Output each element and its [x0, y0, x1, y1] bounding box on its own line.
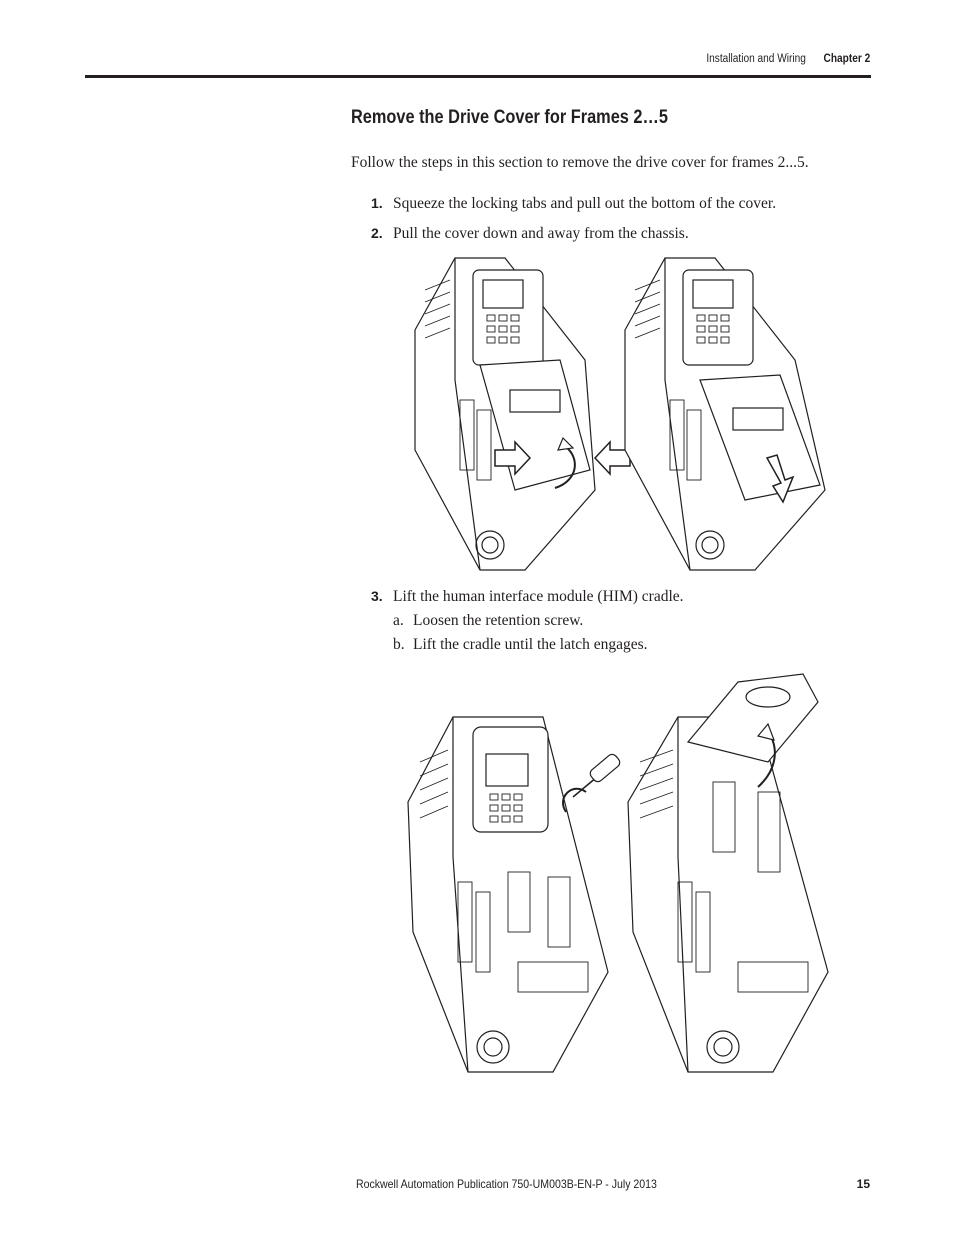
step-number: 3. [371, 588, 383, 604]
drive-illustration-c [407, 716, 621, 1073]
step-3: 3. Lift the human interface module (HIM) … [371, 588, 684, 606]
drive-illustration-d [627, 673, 829, 1073]
step-number: 2. [371, 225, 383, 241]
substep-text: Lift the cradle until the latch engages. [413, 636, 648, 653]
step-text: Pull the cover down and away from the ch… [393, 225, 689, 242]
header-section: Installation and Wiring [706, 53, 806, 65]
drive-illustration-b [624, 257, 826, 571]
substep-letter: a. [393, 612, 404, 629]
figure-cover-removal [395, 250, 835, 575]
substep-b: b. Lift the cradle until the latch engage… [393, 636, 648, 654]
drive-illustration-a [414, 257, 631, 571]
intro-paragraph: Follow the steps in this section to remo… [351, 154, 809, 171]
substep-text: Loosen the retention screw. [413, 612, 584, 629]
page-number: 15 [856, 1177, 870, 1191]
step-text: Lift the human interface module (HIM) cr… [393, 588, 684, 605]
step-text: Squeeze the locking tabs and pull out th… [393, 195, 777, 212]
screwdriver-icon [562, 753, 621, 813]
step-number: 1. [371, 195, 383, 211]
step-1: 1. Squeeze the locking tabs and pull out … [371, 195, 776, 213]
header-rule [85, 75, 871, 78]
substep-a: a. Loosen the retention screw. [393, 612, 583, 630]
substep-letter: b. [393, 636, 405, 653]
step-2: 2. Pull the cover down and away from the … [371, 225, 689, 243]
header-chapter: Chapter 2 [823, 53, 870, 65]
figure-him-cradle [398, 672, 838, 1087]
running-head: Installation and Wiring Chapter 2 [706, 53, 870, 65]
section-title: Remove the Drive Cover for Frames 2…5 [351, 107, 668, 128]
footer-publication: Rockwell Automation Publication 750-UM00… [356, 1177, 657, 1191]
